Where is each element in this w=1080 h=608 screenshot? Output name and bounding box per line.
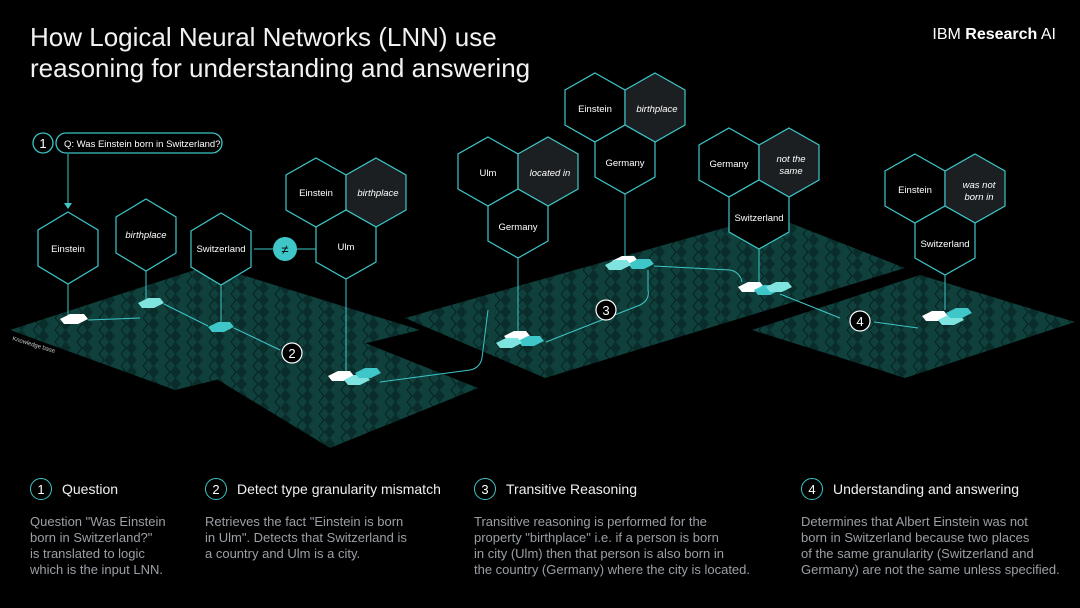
ibm-research-ai-logo: IBM Research AI (932, 26, 1056, 44)
step-1-header: 1 Question (30, 478, 190, 500)
step-2-number: 2 (205, 478, 227, 500)
step-4-body: Determines that Albert Einstein was not … (801, 514, 1060, 577)
step-3: 3 Transitive Reasoning Transitive reason… (474, 478, 784, 578)
step-4-number: 4 (801, 478, 823, 500)
arrow-head-icon (64, 203, 72, 209)
hex-s2-einstein-label: Einstein (299, 188, 333, 199)
kb-tile-einstein (60, 314, 88, 324)
kb-board-2 (205, 335, 478, 448)
hex-einstein-label: Einstein (51, 244, 85, 255)
step3-marker-num: 3 (602, 303, 609, 318)
question-text: Q: Was Einstein born in Switzerland? (64, 139, 220, 150)
hex-s2-ulm-label: Ulm (338, 242, 355, 253)
kb-tile-birthplace (138, 298, 164, 308)
step-2: 2 Detect type granularity mismatch Retri… (205, 478, 455, 562)
hex-s2-birthplace-label: birthplace (357, 188, 398, 199)
brand-bold: Research (965, 26, 1038, 43)
step4-marker (849, 310, 871, 332)
hex-s4b-wasnotbornin-label-2: born in (964, 192, 993, 203)
question-box (55, 132, 223, 154)
step-3-body: Transitive reasoning is performed for th… (474, 514, 751, 577)
not-equal-icon (273, 237, 297, 261)
step4-marker-num: 4 (856, 314, 863, 329)
kb-tile-s4a-c (766, 282, 792, 292)
kb-tile-s3a-c (496, 338, 522, 348)
step-3-header: 3 Transitive Reasoning (474, 478, 784, 500)
step1-marker-num: 1 (39, 136, 46, 151)
step-2-body: Retrieves the fact "Einstein is born in … (205, 514, 407, 561)
hex-birthplace-label: birthplace (125, 230, 166, 241)
brand-prefix: IBM (932, 26, 966, 43)
step-1: 1 Question Question "Was Einstein born i… (30, 478, 190, 578)
hex-s4a-switzerland-label: Switzerland (734, 213, 783, 224)
page-title: How Logical Neural Networks (LNN) use re… (30, 22, 530, 84)
not-equal-symbol: ≠ (281, 242, 288, 257)
step-2-header: 2 Detect type granularity mismatch (205, 478, 455, 500)
kb-tile-s3b-c (605, 260, 631, 270)
kb-tile-switzerland (208, 322, 234, 332)
brand-suffix: AI (1037, 26, 1056, 43)
step3-marker (595, 299, 617, 321)
step-2-title: Detect type granularity mismatch (237, 481, 441, 497)
hex-s4b-switzerland-label: Switzerland (920, 239, 969, 250)
hex-s3b-birthplace-label: birthplace (636, 104, 677, 115)
hex-s4a-notsame-label-2: same (779, 166, 802, 177)
kb-tile-s3a-b (518, 336, 544, 346)
step-3-number: 3 (474, 478, 496, 500)
hex-s4b-einstein-label: Einstein (898, 185, 932, 196)
step-4: 4 Understanding and answering Determines… (801, 478, 1076, 578)
title-line-1: How Logical Neural Networks (LNN) use (30, 22, 497, 52)
hex-s4a-notsame-label-1: not the (776, 154, 805, 165)
kb-tile-s2-c (355, 368, 381, 378)
title-line-2: reasoning for understanding and answerin… (30, 53, 531, 83)
step-1-number: 1 (30, 478, 52, 500)
step-1-body: Question "Was Einstein born in Switzerla… (30, 514, 166, 577)
flow-path-4 (779, 293, 919, 329)
hex-switzerland-label: Switzerland (196, 244, 245, 255)
step-1-title: Question (62, 481, 119, 497)
kb-tile-s4b-c (946, 308, 972, 318)
flow-path-3 (545, 265, 743, 343)
step1-marker (32, 132, 54, 154)
flow-path-2 (379, 309, 489, 383)
hex-s4a-germany-label: Germany (709, 159, 748, 170)
hex-s3a-germany-label: Germany (498, 222, 537, 233)
step2-marker-num: 2 (288, 346, 295, 361)
hex-s3a-ulm-label: Ulm (480, 168, 497, 179)
step-4-title: Understanding and answering (833, 481, 1020, 497)
kb-board-4 (752, 275, 1075, 378)
step-4-header: 4 Understanding and answering (801, 478, 1076, 500)
flow-path-1 (87, 303, 281, 351)
hex-s3a-locatedin-label: located in (530, 168, 571, 179)
hex-s4b-wasnotbornin-label-1: was not (963, 180, 996, 191)
step2-marker (281, 342, 303, 364)
hex-s3b-einstein-label: Einstein (578, 104, 612, 115)
hex-s3b-germany-label: Germany (605, 158, 644, 169)
kb-tile-s3b-b (628, 259, 654, 269)
step-3-title: Transitive Reasoning (506, 481, 637, 497)
lnn-diagram: Knowledge base 1 Q: Was Einstein born in… (10, 72, 1075, 448)
